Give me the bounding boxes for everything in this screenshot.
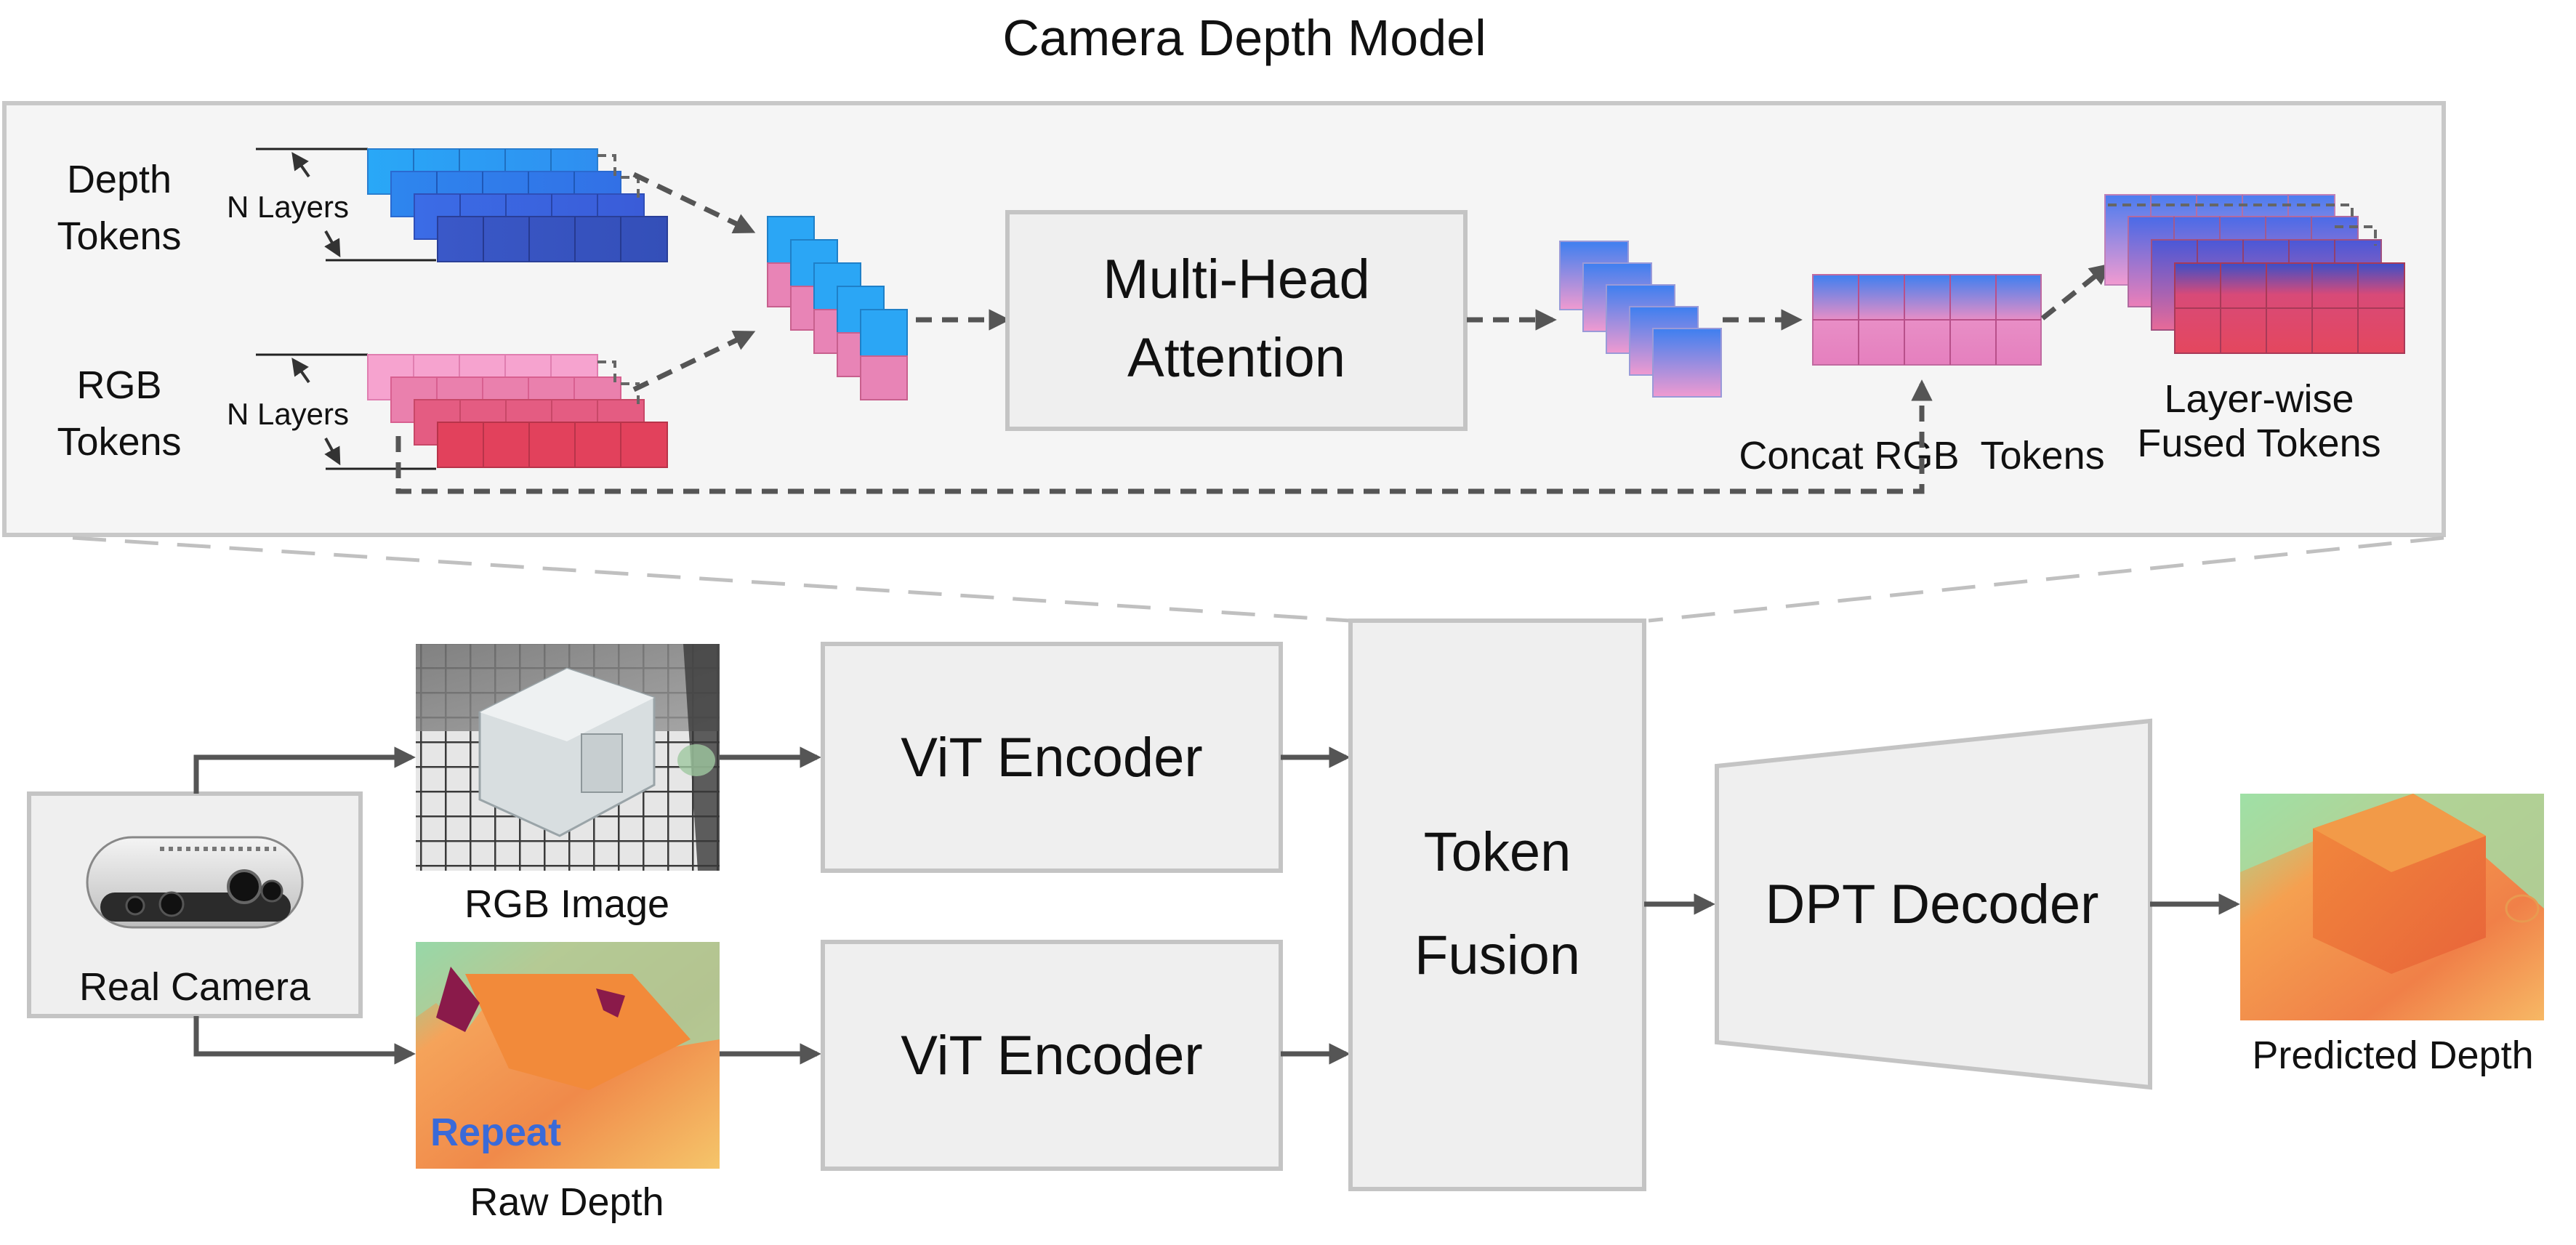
- predicted-depth-image: [2240, 794, 2544, 1020]
- fusion-label-2: Fusion: [1414, 924, 1580, 986]
- camera-icon: [86, 836, 304, 929]
- dpt-decoder-box: [1715, 718, 2152, 1090]
- raw-depth-label: Raw Depth: [470, 1180, 664, 1224]
- depth-tokens-label-2: Tokens: [57, 214, 181, 258]
- rgb-token-layer-4: [437, 422, 668, 468]
- rgb-skip-connection: [395, 379, 1933, 494]
- vit-encoder-depth-label: ViT Encoder: [901, 1025, 1202, 1087]
- rgb-image-label: RGB Image: [464, 882, 669, 926]
- attention-label-2: Attention: [1127, 327, 1345, 389]
- mixed-token-stack: [1559, 241, 1722, 398]
- vit-encoder-depth-box: [821, 940, 1283, 1171]
- rgb-layer-dash-hint: [597, 360, 640, 407]
- fused-layer-dash-hint: [2108, 204, 2377, 246]
- rgb-token-stack: [367, 354, 668, 468]
- depth-to-stack-arrow: [632, 172, 756, 234]
- concat-token-block: [1812, 274, 2042, 366]
- n-layers-bracket-rgb: [256, 353, 436, 470]
- vit-encoder-rgb-box: [821, 642, 1283, 873]
- n-layers-bracket-depth: [256, 148, 436, 262]
- rgb-image: [416, 644, 720, 871]
- predicted-depth-label: Predicted Depth: [2252, 1034, 2533, 1077]
- zoom-line-left: [72, 536, 1351, 623]
- fused-token-layer-4: [2174, 262, 2405, 354]
- n-layers-label-depth: N Layers: [227, 190, 349, 224]
- fused-label-1: Layer-wise: [2164, 377, 2354, 421]
- rgb-tokens-label-1: RGB: [76, 363, 161, 407]
- n-layers-label-rgb: N Layers: [227, 397, 349, 431]
- diagram-title: Camera Depth Model: [1002, 9, 1486, 66]
- camera-label: Real Camera: [79, 965, 311, 1009]
- decoder-label: DPT Decoder: [1765, 874, 2098, 935]
- camera-to-rgb-arrow: [193, 746, 416, 794]
- depth-token-layer-4: [437, 216, 668, 262]
- rgb-to-stack-arrow: [632, 330, 756, 392]
- fusion-label-1: Token: [1424, 821, 1571, 883]
- rgb-tokens-label-2: Tokens: [57, 420, 181, 464]
- raw-depth-image: [416, 942, 720, 1169]
- camera-to-depth-arrow: [193, 1016, 416, 1065]
- repeat-label: Repeat: [430, 1111, 561, 1154]
- multi-head-attention-box: [1005, 210, 1468, 431]
- token-fusion-box: [1348, 619, 1646, 1191]
- depth-token-stack: [367, 148, 668, 262]
- zoom-line-right: [1648, 536, 2444, 623]
- vit-encoder-rgb-label: ViT Encoder: [901, 727, 1202, 789]
- concat-to-fused-arrow: [2040, 263, 2112, 321]
- token-column-stack: [767, 216, 908, 400]
- depth-tokens-label-1: Depth: [67, 158, 172, 201]
- fused-token-stack: [2104, 194, 2405, 354]
- attention-label-1: Multi-Head: [1103, 249, 1369, 310]
- fused-label-2: Fused Tokens: [2137, 422, 2380, 465]
